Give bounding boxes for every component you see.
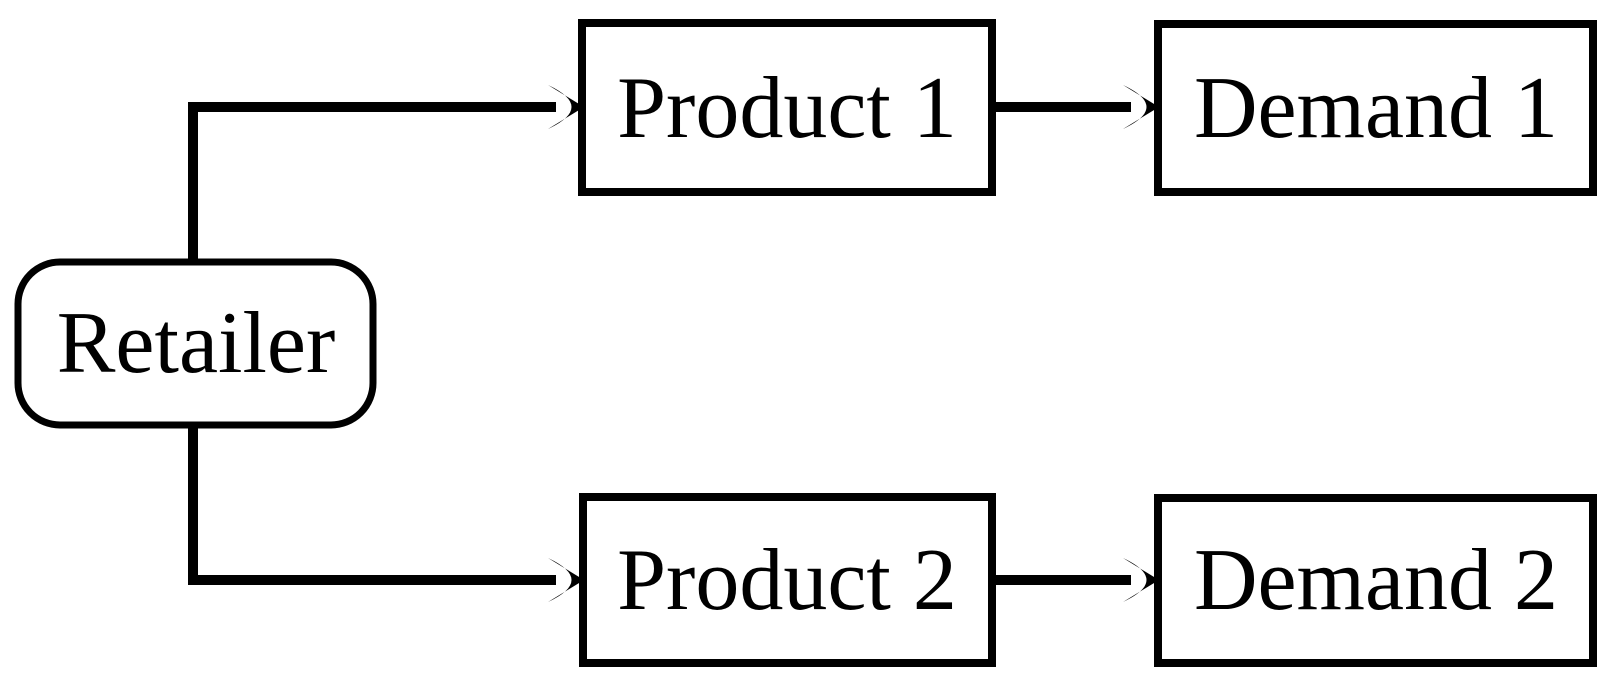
product1-label: Product 1	[617, 60, 957, 157]
edge-retailer-product1	[188, 85, 584, 264]
arrowhead-icon	[1123, 558, 1159, 602]
product1-box	[578, 19, 996, 196]
edge-retailer-product2	[188, 423, 584, 602]
node-product2: Product 2	[579, 493, 996, 667]
demand2-label: Demand 2	[1194, 532, 1558, 629]
node-product1: Product 1	[578, 19, 996, 196]
edge-line	[188, 423, 556, 585]
retailer-label: Retailer	[57, 295, 336, 392]
arrowhead-icon	[1123, 85, 1159, 129]
node-retailer: Retailer	[14, 258, 377, 429]
edge-line	[188, 102, 556, 264]
edge-product2-demand2	[992, 558, 1159, 602]
arrowhead-icon	[548, 558, 584, 602]
retailer-box	[14, 258, 377, 429]
demand1-label: Demand 1	[1194, 60, 1558, 157]
demand1-box	[1154, 20, 1597, 196]
product2-label: Product 2	[617, 532, 957, 629]
product2-box	[579, 493, 996, 667]
arrowhead-icon	[548, 85, 584, 129]
edge-product1-demand1	[992, 85, 1159, 129]
node-demand2: Demand 2	[1154, 494, 1597, 667]
node-demand1: Demand 1	[1154, 20, 1597, 196]
demand2-box	[1154, 494, 1597, 667]
